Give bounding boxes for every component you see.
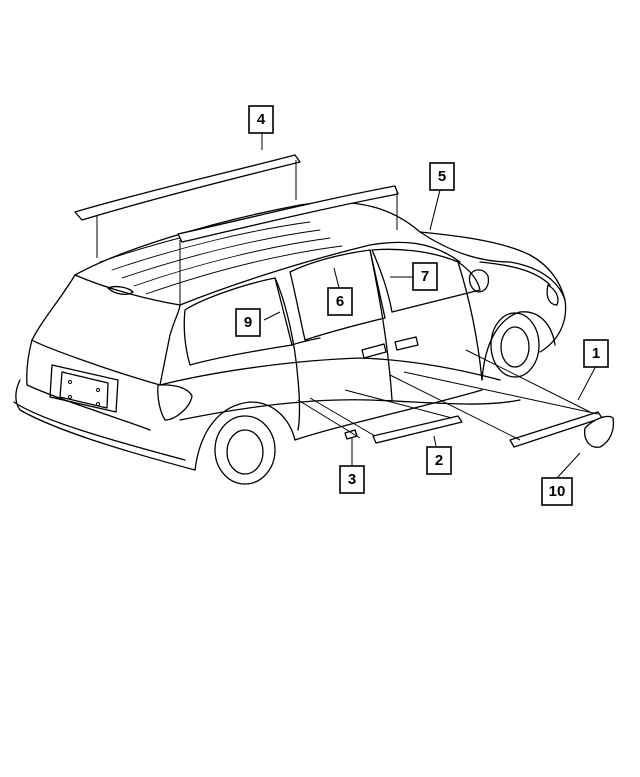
callout-6: 6 [327,287,353,316]
door-molding-sliding [372,415,463,444]
callout-label: 10 [549,483,566,500]
callout-label: 7 [421,268,429,285]
callout-5: 5 [429,162,455,191]
callout-1: 1 [583,339,609,368]
callout-4: 4 [248,105,274,134]
callout-2: 2 [426,446,452,475]
callout-label: 6 [336,293,344,310]
callout-label: 4 [257,111,266,128]
callout-7: 7 [412,262,438,291]
callout-label: 3 [348,471,356,488]
callout-label: 1 [592,345,600,362]
callout-label: 5 [438,168,446,185]
callout-10: 10 [541,477,573,506]
leader-lines [96,133,599,479]
callout-label: 2 [435,452,443,469]
callout-9: 9 [235,308,261,337]
roof-rail-left [74,154,301,221]
callout-3: 3 [339,465,365,494]
parts [74,154,615,448]
minivan-body [13,201,567,485]
roof-rail-right [177,185,399,243]
molding-end-cap [584,415,615,448]
callout-label: 9 [244,314,252,331]
